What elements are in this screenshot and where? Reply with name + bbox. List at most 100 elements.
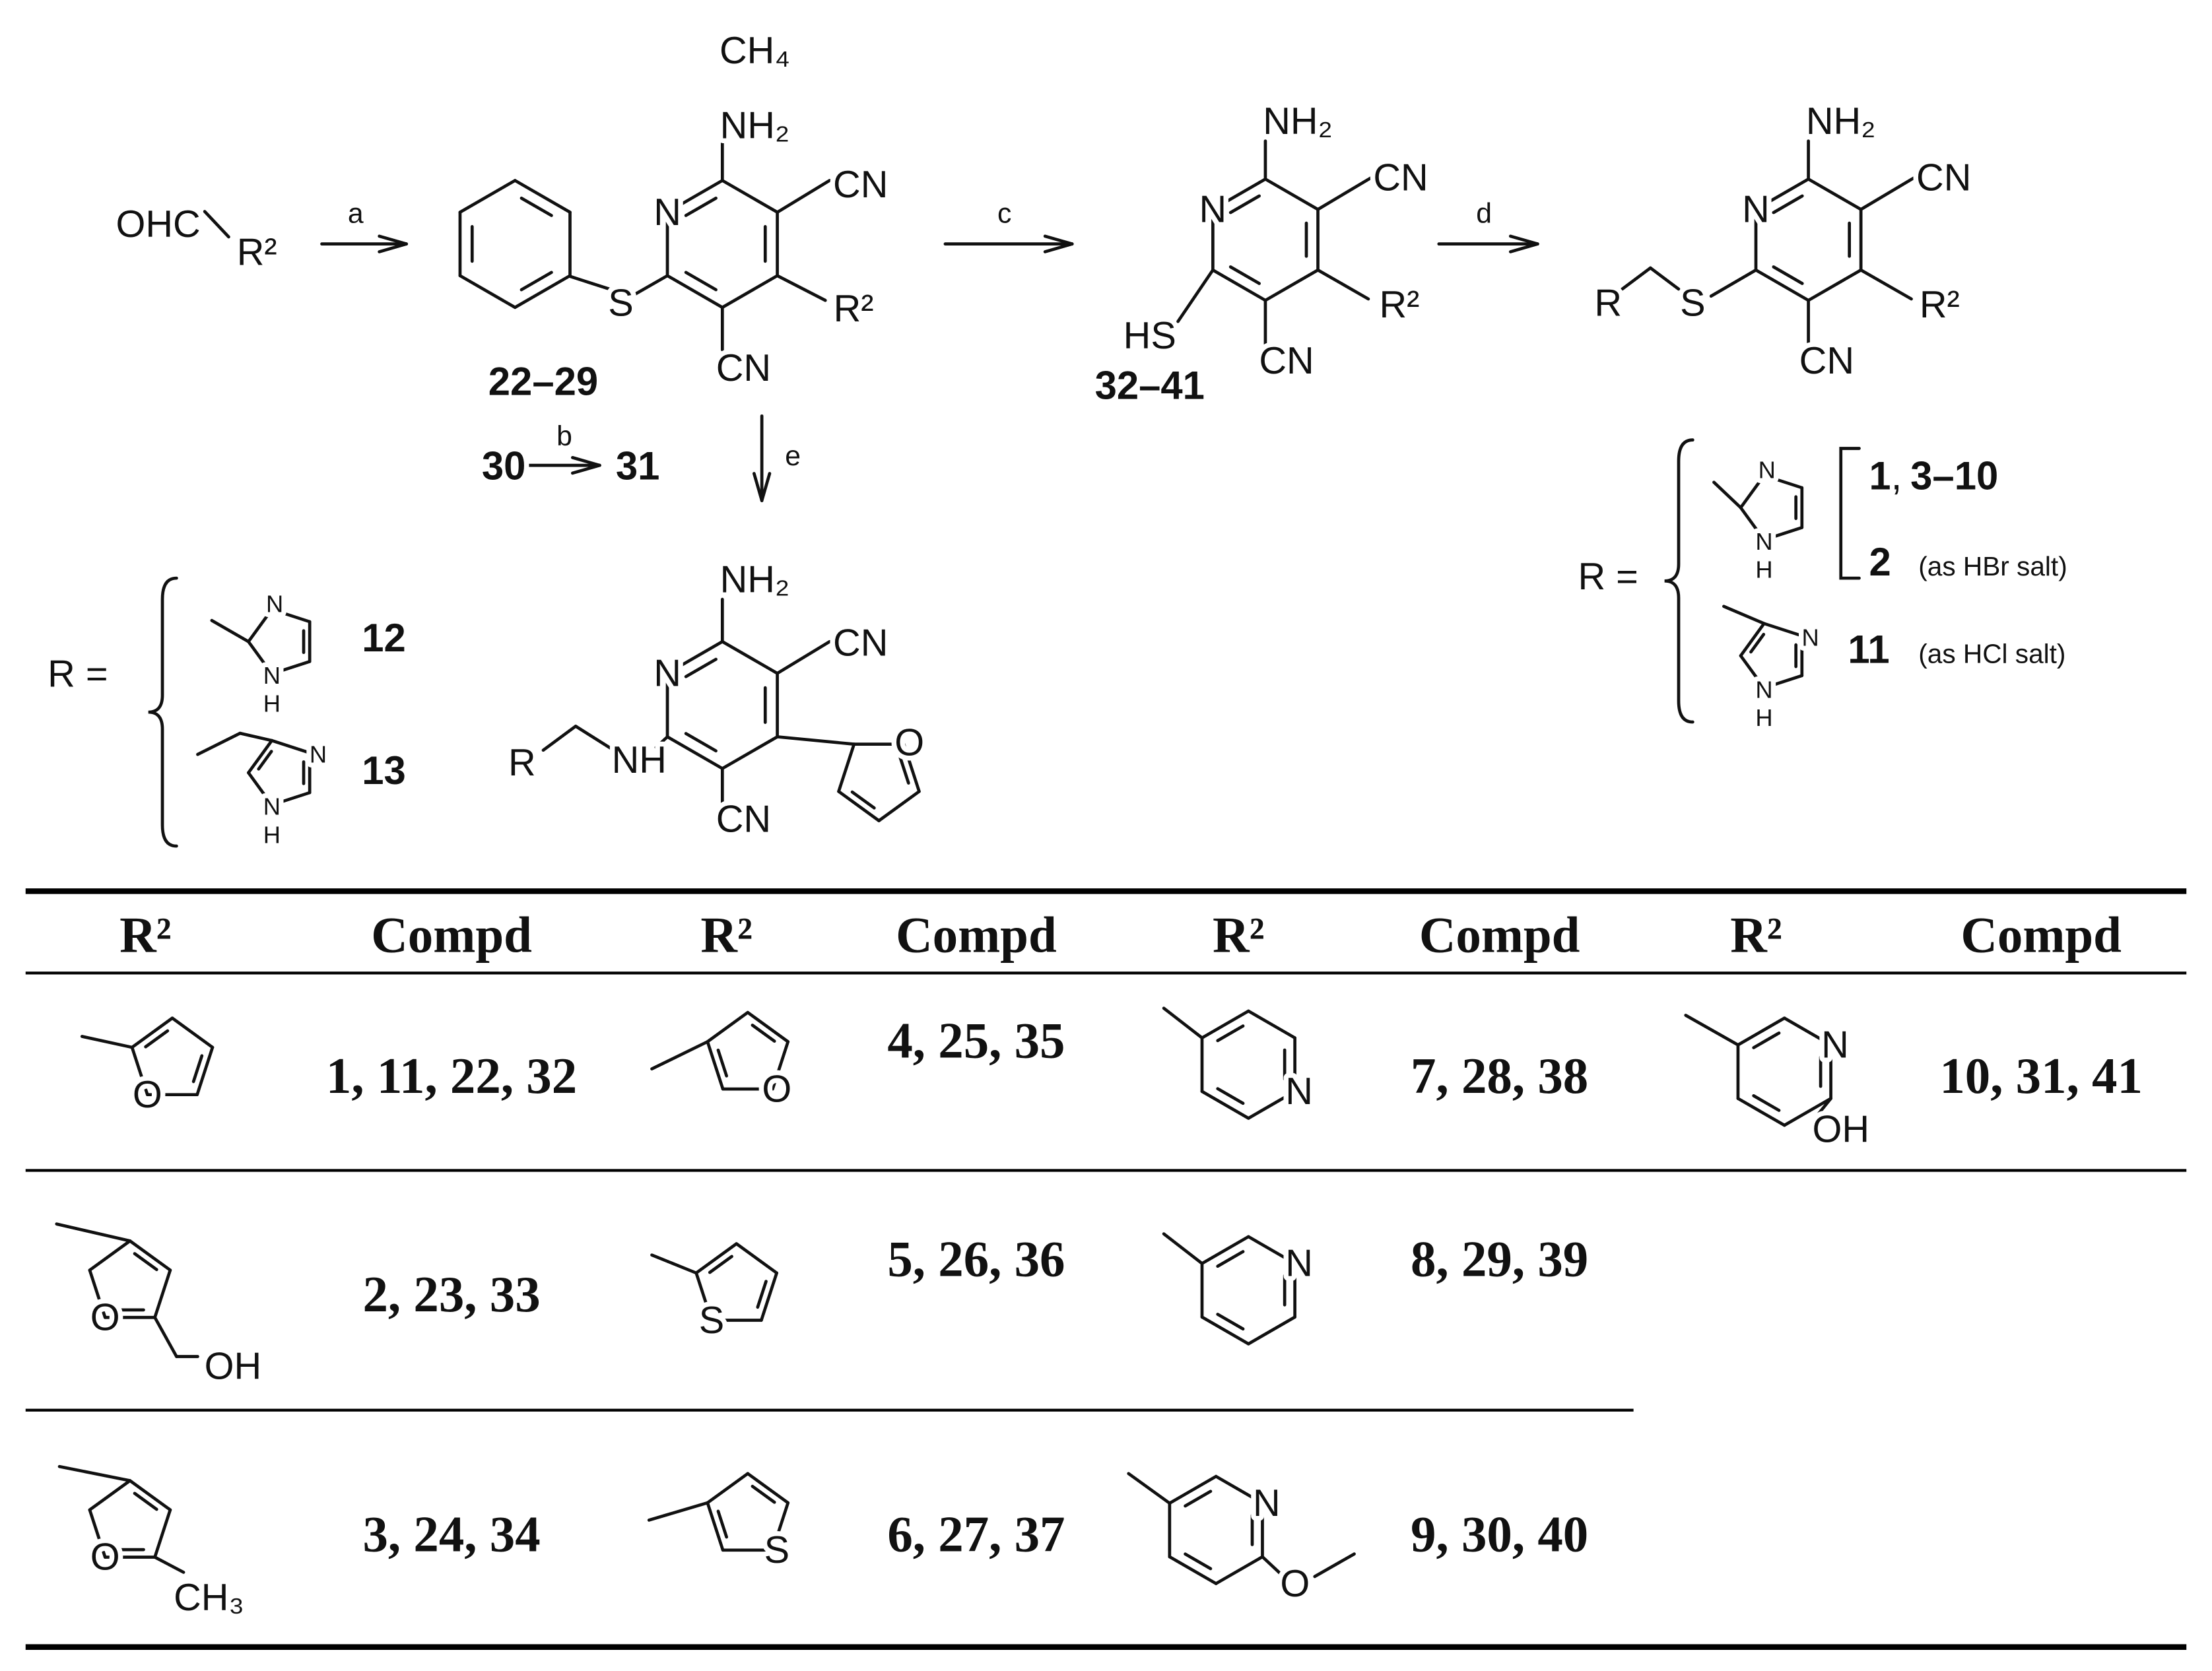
sulfur-label: S [764, 1529, 789, 1571]
nitrogen-label: N [654, 653, 681, 695]
nh-label: N [263, 662, 281, 689]
methylene-bond [153, 1315, 178, 1358]
double-bond [1184, 1552, 1213, 1571]
furan-ring [88, 1508, 107, 1559]
compound-number: 3–10 [1910, 453, 1998, 498]
r-group-label: R [508, 742, 536, 784]
pyridine-ring [665, 274, 724, 310]
furan-ring [170, 1016, 215, 1049]
header-compd: Compd [371, 906, 532, 963]
pyridine-ring [1200, 1315, 1250, 1346]
pyridine-ring [1200, 1090, 1250, 1120]
arrow-e-head [760, 472, 772, 502]
double-bond [1752, 1094, 1781, 1112]
pyridine-ring [1754, 268, 1810, 302]
furan-ring [130, 1016, 174, 1049]
double-bond [1216, 1313, 1245, 1331]
thiophene-ring [694, 1271, 714, 1322]
pyridine-ring [720, 735, 779, 770]
double-bond [1216, 1024, 1245, 1043]
oxygen-label: O [894, 722, 924, 764]
furan-ring [128, 1239, 172, 1272]
cyano-bond [1316, 176, 1373, 211]
methyl-bond [1127, 1472, 1172, 1505]
double-bond [1184, 1490, 1213, 1508]
compound-2-label: 2 [1869, 540, 1891, 584]
double-bond [519, 196, 553, 217]
r-group-brace [148, 576, 178, 848]
thiophene-ring [694, 1242, 739, 1275]
pyridine-ring [720, 274, 779, 310]
pyridine-ring [1211, 268, 1267, 302]
compound-13-label: 13 [362, 748, 406, 793]
double-bond [850, 790, 876, 810]
step-e-label: e [785, 440, 801, 472]
pyridine-ring [1246, 1009, 1296, 1039]
r-group-label: R [1594, 282, 1622, 325]
thiophene-ring [735, 1242, 778, 1275]
sulfur-label: S [699, 1299, 724, 1342]
oxygen-label: O [90, 1296, 120, 1338]
header-compd: Compd [1419, 906, 1580, 963]
thiophene-ring [746, 1472, 790, 1505]
header-r2: R² [1730, 906, 1782, 963]
double-bond [257, 750, 273, 771]
imidazole-ring [270, 608, 312, 624]
header-compd: Compd [1961, 906, 2122, 963]
arrow-b-head [571, 463, 601, 475]
double-bond [1216, 1087, 1245, 1105]
compound-numbers: 2, 23, 33 [362, 1266, 540, 1323]
r-group-brace [1664, 438, 1694, 724]
compound-numbers: 8, 29, 39 [1411, 1231, 1588, 1288]
arrow-a-head [378, 234, 409, 246]
amine-bond [654, 735, 669, 749]
compound-numbers: 9, 30, 40 [1411, 1505, 1588, 1562]
methylene-bond [1722, 605, 1766, 626]
amino-label: NH₂ [720, 104, 790, 147]
imidazole-ring [1762, 474, 1804, 490]
r2-label: R² [1920, 284, 1960, 326]
compound-30-label: 30 [482, 443, 526, 488]
furan-ring [130, 1045, 149, 1097]
double-bond [716, 1048, 729, 1078]
thiophene-ring [706, 1472, 750, 1505]
thiophene-ring [706, 1501, 725, 1552]
bond-layer [25, 139, 2187, 1650]
double-bond [751, 1024, 776, 1043]
cyano-bond [776, 639, 832, 675]
furan-ring [153, 1508, 172, 1559]
imidazole-ring [270, 659, 312, 676]
amino-label: NH₂ [1806, 100, 1876, 143]
cyano-bond [776, 179, 832, 214]
r2-label: R² [1379, 284, 1419, 326]
furan-ring [706, 1040, 725, 1091]
methyl-bond [650, 1253, 698, 1275]
double-bond [756, 1280, 768, 1309]
pyridine-ring [1200, 1009, 1250, 1039]
oxygen-label: O [762, 1068, 791, 1110]
furan-ring [837, 789, 881, 822]
nitrogen-label: N [1199, 189, 1227, 231]
pyridine-ring [1214, 1555, 1264, 1585]
arrow-d-head [1508, 234, 1539, 246]
pyridine-ring [1263, 178, 1320, 211]
header-r2: R² [1213, 906, 1265, 963]
cyano-label: CN [716, 347, 771, 389]
double-bond [1772, 265, 1804, 285]
methyl-bond [80, 1035, 134, 1049]
arrow-d-head [1508, 242, 1539, 253]
compound-numbers: 10, 31, 41 [1939, 1047, 2143, 1104]
pyridine-ring [1736, 1016, 1786, 1047]
sulfur-label: S [608, 282, 633, 325]
r2-bond [1859, 268, 1913, 301]
r2-label: R² [834, 288, 874, 330]
double-bond [1749, 632, 1766, 654]
pyridine-ring [1754, 178, 1810, 211]
arrow-b-head [571, 455, 601, 467]
double-bond [684, 732, 718, 753]
methylene-bond [196, 731, 242, 756]
nitrogen-label: N [266, 591, 283, 618]
double-bond [1228, 265, 1261, 285]
nitrogen-label: N [1759, 457, 1776, 484]
